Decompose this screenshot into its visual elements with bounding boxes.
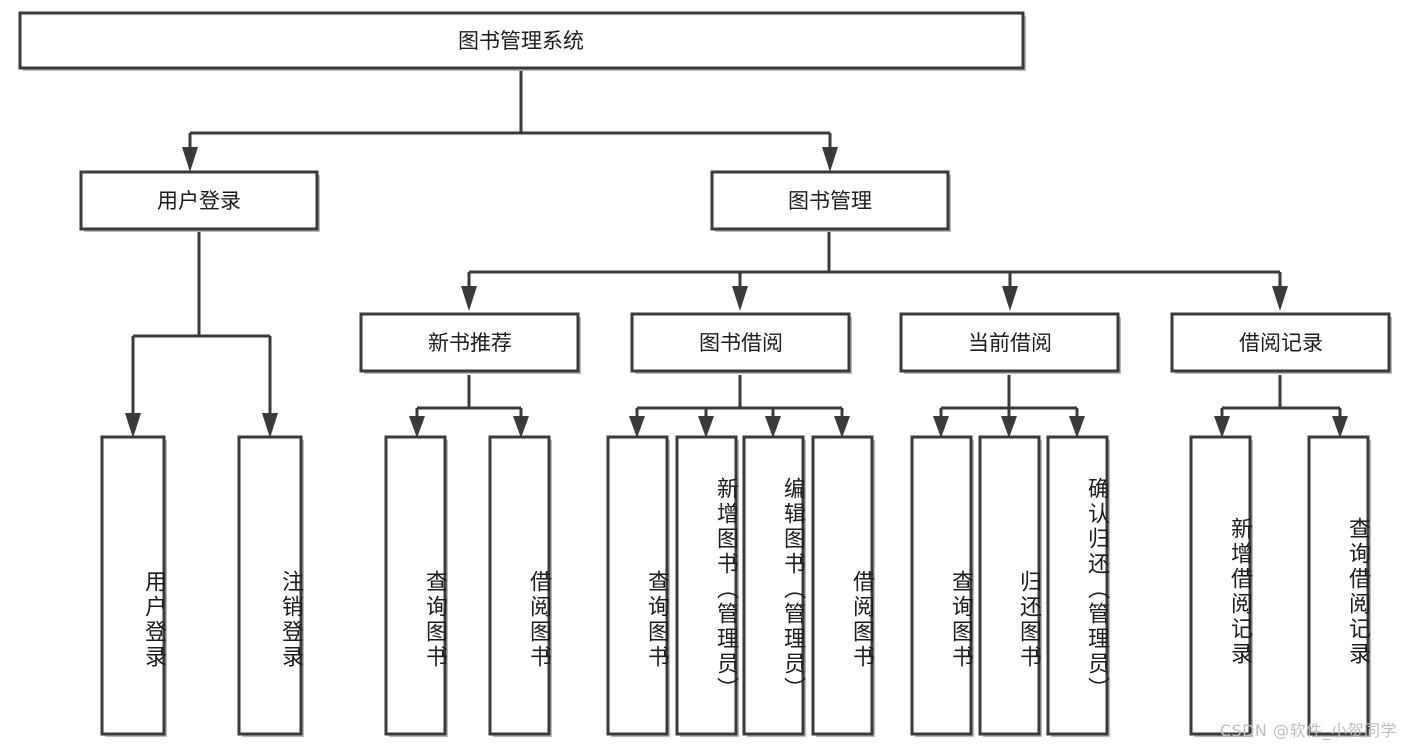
- connector-newbook-bus: [415, 375, 523, 421]
- connectors: [131, 68, 1342, 421]
- connector-borrowrecord-bus: [1220, 375, 1342, 421]
- arrow-head-icon: [732, 286, 748, 311]
- arrow-head-icon: [765, 416, 781, 438]
- node-leaf-user-login[interactable]: [100, 435, 167, 737]
- node-leaf-query-book-1[interactable]: [384, 435, 448, 737]
- node-leaf-add-record[interactable]: [1189, 435, 1253, 737]
- arrow-head-icon: [513, 416, 529, 438]
- node-borrow-record-label: 借阅记录: [1239, 331, 1323, 355]
- arrow-head-icon: [822, 147, 838, 172]
- node-leaf-query-record[interactable]: [1307, 435, 1371, 737]
- arrow-head-icon: [1069, 416, 1085, 438]
- node-book-borrow[interactable]: 图书借阅: [630, 312, 852, 374]
- connector-currentborrow-bus: [939, 375, 1079, 421]
- node-leaf-confirm-return[interactable]: [1046, 435, 1110, 737]
- arrow-head-icon: [1001, 416, 1017, 438]
- connector-root-bus: [188, 68, 832, 152]
- node-leaf-logout-login[interactable]: [237, 435, 304, 737]
- arrow-heads: [125, 147, 1348, 438]
- node-current-borrow[interactable]: 当前借阅: [899, 312, 1121, 374]
- arrow-head-icon: [933, 416, 949, 438]
- connector-userlogin-bus: [131, 231, 272, 418]
- node-new-book-rec[interactable]: 新书推荐: [359, 312, 581, 374]
- arrow-head-icon: [1272, 286, 1288, 311]
- node-user-login[interactable]: 用户登录: [79, 170, 320, 232]
- arrow-head-icon: [629, 416, 645, 438]
- node-book-manage[interactable]: 图书管理: [710, 170, 951, 232]
- node-leaf-borrow-book-2[interactable]: [811, 435, 875, 737]
- csdn-watermark: CSDN @软件_小贺同学: [1219, 721, 1397, 740]
- arrow-head-icon: [834, 416, 850, 438]
- arrow-head-icon: [698, 416, 714, 438]
- leaf-nodes: [100, 435, 1371, 737]
- arrow-head-icon: [1332, 416, 1348, 438]
- node-current-borrow-label: 当前借阅: [968, 331, 1052, 355]
- node-leaf-return-book[interactable]: [978, 435, 1042, 737]
- arrow-head-icon: [262, 413, 278, 438]
- node-book-borrow-label: 图书借阅: [699, 331, 783, 355]
- arrow-head-icon: [461, 286, 477, 311]
- node-user-login-label: 用户登录: [157, 189, 241, 213]
- node-book-manage-label: 图书管理: [788, 189, 872, 213]
- arrow-head-icon: [125, 413, 141, 438]
- node-root-label: 图书管理系统: [458, 29, 584, 53]
- arrow-head-icon: [1214, 416, 1230, 438]
- node-leaf-query-book-2[interactable]: [606, 435, 670, 737]
- connector-bookmanage-bus: [467, 231, 1282, 291]
- arrow-head-icon: [1002, 286, 1018, 311]
- node-leaf-edit-book[interactable]: [742, 435, 806, 737]
- node-new-book-rec-label: 新书推荐: [428, 331, 512, 355]
- node-leaf-add-book[interactable]: [675, 435, 739, 737]
- node-leaf-query-book-3[interactable]: [910, 435, 974, 737]
- arrow-head-icon: [409, 416, 425, 438]
- node-root[interactable]: 图书管理系统: [18, 11, 1026, 71]
- node-borrow-record[interactable]: 借阅记录: [1170, 312, 1392, 374]
- node-leaf-borrow-book-1[interactable]: [488, 435, 552, 737]
- connector-bookborrow-bus: [635, 375, 844, 421]
- arrow-head-icon: [182, 147, 198, 172]
